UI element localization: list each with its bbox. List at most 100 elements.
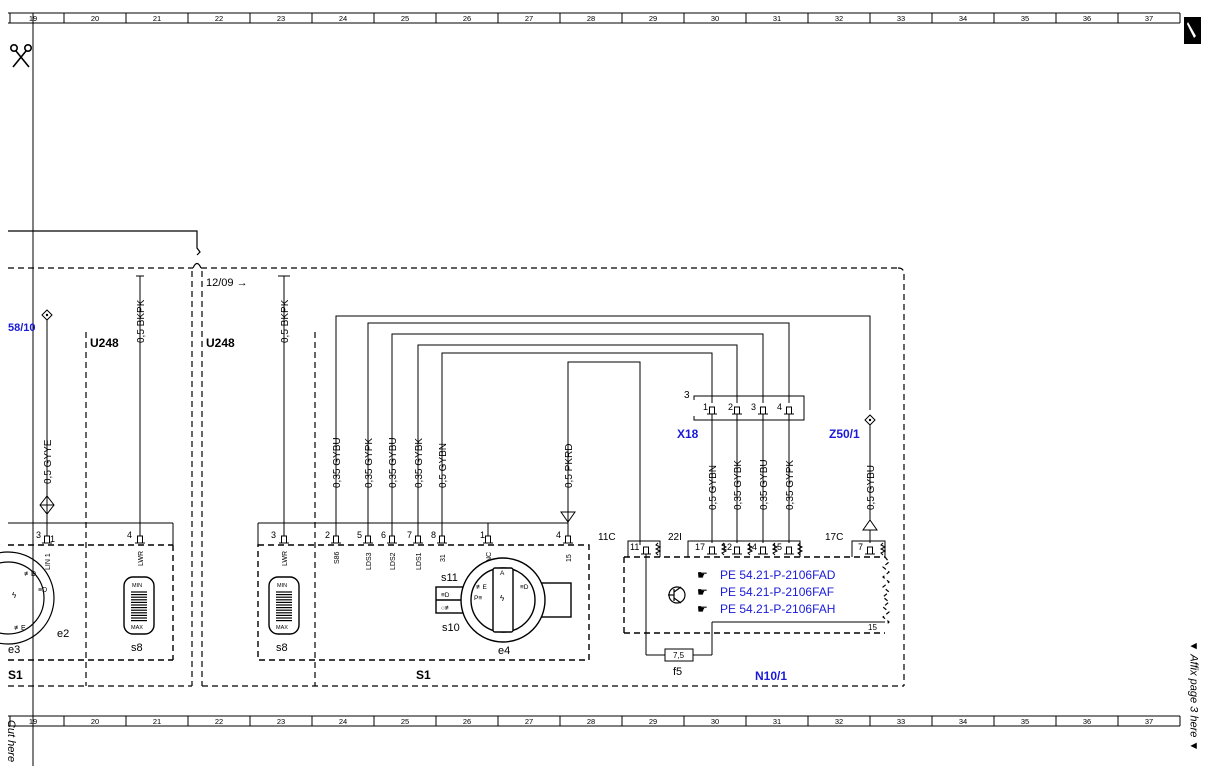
fuse-f5 — [645, 554, 712, 662]
ruler-number: 27 — [525, 14, 533, 23]
ruler-number: 37 — [1145, 14, 1153, 23]
reference-link-2[interactable]: PE 54.21-P-2106FAF — [720, 585, 834, 599]
wire-label-bkpk-right: 0,5 BKPK — [280, 299, 291, 343]
u248-left-label: U248 — [90, 336, 119, 350]
ruler-number: 24 — [339, 14, 347, 23]
svg-text:S86: S86 — [334, 551, 341, 564]
svg-text:1: 1 — [703, 402, 708, 412]
pin-label: 4 — [127, 530, 132, 540]
svg-text:≡D: ≡D — [441, 592, 450, 599]
hand-pointer-icon: ☛ — [697, 602, 708, 616]
cut-here-label: Cut here — [5, 719, 18, 763]
ruler-number: 25 — [401, 14, 409, 23]
signal-lwr: LWR — [138, 551, 145, 566]
ruler-number: 26 — [463, 717, 471, 726]
dimmer-wheel: MIN MAX — [268, 576, 300, 635]
svg-text:≡D: ≡D — [520, 584, 529, 591]
svg-text:ϟ: ϟ — [12, 591, 17, 600]
s1-left-label: S1 — [8, 668, 23, 682]
n10-1-break-edge — [882, 556, 890, 626]
s1-box — [257, 544, 590, 661]
n10-1-connectors — [627, 540, 886, 557]
ruler-number: 35 — [1021, 14, 1029, 23]
wire-label-bkpk-left: 0,5 BKPK — [136, 299, 147, 343]
x18-connector: 3 1 2 3 4 — [684, 390, 805, 421]
svg-text:≡D: ≡D — [38, 587, 47, 594]
ground-connector-icon — [39, 490, 55, 520]
diamond-connector-icon — [41, 309, 53, 321]
ruler-number: 32 — [835, 717, 843, 726]
wire-label: 0,5 GYBU — [866, 465, 877, 510]
ruler-number: 25 — [401, 717, 409, 726]
e3-light-switch: ≢D ≡D ≢E ϟ — [0, 551, 55, 645]
z50-1-label: Z50/1 — [829, 427, 860, 441]
svg-text:A: A — [500, 570, 505, 577]
svg-text:MAX: MAX — [276, 625, 288, 631]
svg-text:3: 3 — [271, 530, 276, 540]
s1-routing-wires — [335, 315, 871, 545]
connector-label: 22I — [668, 532, 682, 543]
connector-label: 11C — [598, 532, 616, 543]
scissors-icon — [10, 44, 33, 68]
ruler-number: 36 — [1083, 14, 1091, 23]
ruler-number: 27 — [525, 717, 533, 726]
svg-text:11: 11 — [630, 542, 639, 552]
ruler-number: 34 — [959, 14, 967, 23]
pin-label: 15 — [868, 623, 877, 632]
plug-symbol — [136, 275, 144, 290]
ruler-number: 23 — [277, 717, 285, 726]
ruler-number: 24 — [339, 717, 347, 726]
svg-text:2: 2 — [325, 530, 330, 540]
wire-label: 0,5 PKRD — [564, 444, 575, 488]
reference-link-3[interactable]: PE 54.21-P-2106FAH — [720, 602, 835, 616]
ruler-number: 21 — [153, 14, 161, 23]
svg-text:8: 8 — [431, 530, 436, 540]
svg-text:LDS2: LDS2 — [390, 552, 397, 570]
harness-outline — [8, 230, 905, 687]
ruler-number: 22 — [215, 14, 223, 23]
resistor-icon — [654, 542, 887, 556]
ruler-number: 33 — [897, 14, 905, 23]
ruler-number: 36 — [1083, 717, 1091, 726]
e2-label: e2 — [57, 628, 69, 640]
ruler-number: 31 — [773, 717, 781, 726]
wire-label: 0,5 GYBN — [708, 465, 719, 510]
ruler-number: 23 — [277, 14, 285, 23]
s1-pins: 3 2 5 6 7 8 1 4 — [271, 530, 574, 544]
n10-1-box — [623, 556, 885, 634]
ruler-number: 30 — [711, 717, 719, 726]
ruler-number: 31 — [773, 14, 781, 23]
s8-left-box — [8, 544, 174, 661]
svg-text:3: 3 — [751, 402, 756, 412]
ruler-number: 28 — [587, 14, 595, 23]
ruler-number: 21 — [153, 717, 161, 726]
ruler-number: 30 — [711, 14, 719, 23]
svg-text:31: 31 — [440, 554, 447, 562]
ruler-number: 37 — [1145, 717, 1153, 726]
svg-text:4: 4 — [777, 402, 782, 412]
ruler-number: 33 — [897, 717, 905, 726]
svg-text:LWR: LWR — [282, 551, 289, 566]
wire-label: 0,35 GYBU — [388, 437, 399, 488]
wire-label: 0,5 GYBN — [438, 443, 449, 488]
f5-rating: 7,5 — [673, 651, 685, 660]
reference-link-1[interactable]: PE 54.21-P-2106FAD — [720, 568, 836, 582]
svg-text:15: 15 — [566, 554, 573, 562]
s1-signal-names: LWR S86 LDS3 LDS2 LDS1 31 NC 15 — [282, 551, 573, 570]
svg-text:≢D: ≢D — [24, 571, 36, 578]
wire-label-gyye: 0,5 GYYE — [43, 439, 54, 484]
wire-label: 0,35 GYBK — [414, 438, 425, 488]
s1-label: S1 — [416, 668, 431, 682]
svg-text:6: 6 — [381, 530, 386, 540]
svg-text:4: 4 — [556, 530, 561, 540]
ruler-number: 29 — [649, 14, 657, 23]
u248-right-label: U248 — [206, 336, 235, 350]
ruler-number: 32 — [835, 14, 843, 23]
n10-1-pins: 11 17 12 14 15 7 — [630, 542, 876, 555]
document-references: ☛ PE 54.21-P-2106FAD ☛ PE 54.21-P-2106FA… — [697, 568, 836, 616]
svg-text:P≡: P≡ — [474, 595, 482, 602]
svg-text:MIN: MIN — [277, 583, 287, 589]
